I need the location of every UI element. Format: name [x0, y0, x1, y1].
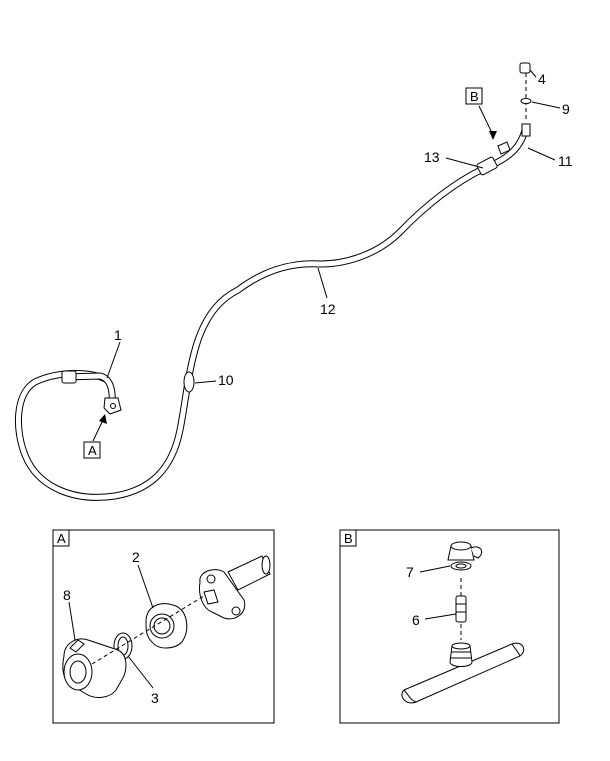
arrow-b [489, 131, 497, 140]
valve-stem-6 [455, 595, 467, 623]
arrow-a [99, 414, 107, 424]
sleeve-13 [476, 156, 498, 176]
leader-lines-main [92, 69, 561, 442]
o-ring-9 [520, 98, 532, 104]
callout-7: 7 [406, 564, 414, 580]
callout-11: 11 [558, 153, 573, 169]
callout-9: 9 [562, 101, 570, 117]
fitting-11 [521, 123, 531, 137]
detail-a-panel: A [52, 529, 275, 724]
callout-4: 4 [538, 71, 546, 87]
detail-a-tag: A [57, 531, 66, 546]
callout-3: 3 [151, 690, 159, 706]
callout-12: 12 [320, 301, 336, 317]
detail-ref-a: A [83, 441, 101, 459]
detail-b-tag: B [344, 531, 353, 546]
svg-text:B: B [470, 89, 479, 104]
clamp-10 [183, 371, 195, 393]
callout-6: 6 [412, 612, 420, 628]
callout-2: 2 [132, 549, 140, 565]
detail-ref-b: B [465, 87, 483, 105]
sleeve-left [61, 370, 77, 384]
callout-13: 13 [424, 149, 440, 165]
hose-assembly [14, 62, 532, 501]
callout-1: 1 [114, 327, 122, 343]
svg-text:A: A [88, 443, 97, 458]
callout-8: 8 [63, 587, 71, 603]
detail-b-panel: B [339, 529, 560, 724]
cap-4 [519, 62, 531, 74]
valve-body [449, 645, 473, 667]
tube [227, 555, 271, 591]
callout-10: 10 [218, 372, 234, 388]
